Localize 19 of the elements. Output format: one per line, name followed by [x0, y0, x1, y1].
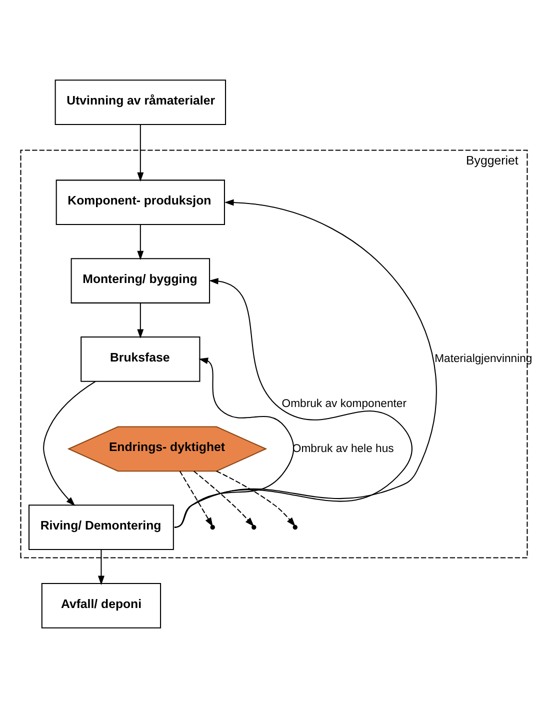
arrow [43, 380, 96, 506]
arrow [137, 124, 144, 182]
arrow [216, 470, 296, 526]
edge-label: Materialgjenvinning [434, 352, 532, 365]
node-box: Komponent- produksjon [56, 179, 225, 225]
arrow [179, 470, 213, 526]
arrow [174, 357, 294, 528]
arrow [137, 224, 144, 260]
arrow [137, 302, 144, 338]
node-box: Montering/ bygging [70, 258, 210, 303]
node-box: Utvinning av råmaterialer [54, 79, 226, 124]
edge-label: Ombruk av komponenter [282, 397, 406, 410]
node-box: Riving/ Demontering [28, 504, 174, 550]
arrow [174, 277, 412, 528]
node-box: Bruksfase [80, 336, 200, 382]
node-box: Avfall/ deponi [41, 582, 162, 628]
arrow [193, 470, 254, 526]
arrow [174, 198, 436, 528]
arrow [98, 549, 104, 585]
